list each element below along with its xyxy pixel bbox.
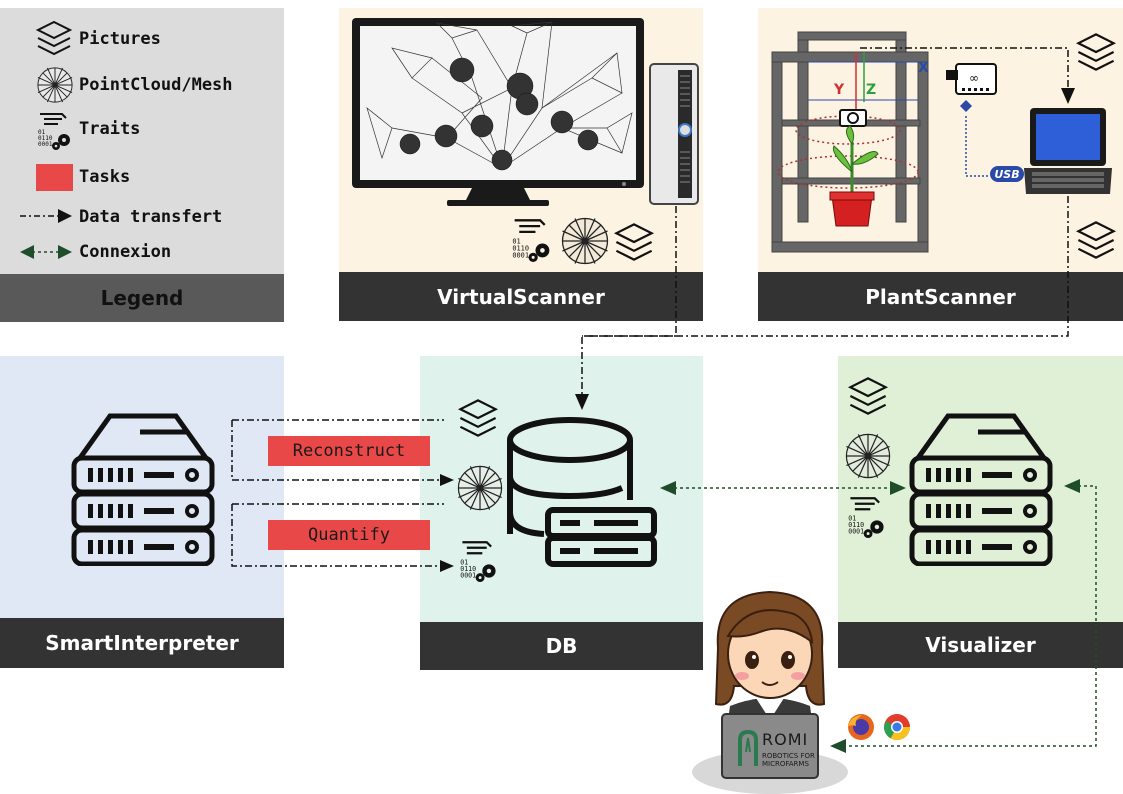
- visualizer-traits-icon: 01 0110 0001: [848, 497, 884, 538]
- virtual-scanner-title: VirtualScanner: [339, 272, 703, 321]
- controller-board-icon: ∞: [946, 63, 997, 112]
- legend-traits-label: Traits: [79, 119, 141, 139]
- db-title: DB: [420, 622, 703, 670]
- chrome-icon[interactable]: [882, 712, 912, 742]
- quantify-task: Quantify: [268, 520, 430, 550]
- firefox-icon[interactable]: [846, 712, 876, 742]
- svg-text:∞: ∞: [969, 71, 979, 85]
- virtual-mesh-icon: [561, 217, 609, 265]
- desktop-tower-icon: [649, 63, 699, 205]
- svg-text:0110: 0110: [512, 244, 529, 252]
- legend-title: Legend: [0, 274, 284, 322]
- pictures-layers-icon: [35, 20, 73, 56]
- svg-text:0001: 0001: [460, 572, 476, 580]
- svg-text:0001: 0001: [38, 141, 53, 148]
- usb-badge: USB: [990, 166, 1024, 182]
- user-avatar-icon: [692, 590, 848, 794]
- svg-text:01: 01: [512, 237, 520, 245]
- axis-y-label: Y: [834, 82, 845, 98]
- virtual-pictures-icon: [613, 223, 655, 261]
- db-pictures-icon: [457, 399, 499, 437]
- data-transfer-arrow-icon: [20, 209, 72, 223]
- axis-z-label: Z: [866, 82, 877, 98]
- plant-scanner-frame-icon: [771, 31, 929, 253]
- database-icon: [507, 417, 657, 567]
- romi-brand: ROMI: [762, 730, 809, 749]
- db-traits-icon: 01 0110 0001: [460, 541, 496, 582]
- legend-panel: [0, 8, 284, 274]
- plant-pictures-bottom-icon: [1075, 221, 1117, 259]
- pointcloud-mesh-icon: [37, 67, 73, 103]
- reconstruct-task: Reconstruct: [268, 436, 430, 466]
- svg-text:01: 01: [460, 558, 468, 566]
- visualizer-mesh-icon: [845, 433, 891, 479]
- svg-text:01: 01: [848, 514, 856, 522]
- visualizer-title: Visualizer: [838, 622, 1123, 668]
- visualizer-pictures-icon: [847, 377, 889, 415]
- plant-pictures-top-icon: [1075, 33, 1117, 71]
- svg-text:0001: 0001: [848, 528, 864, 536]
- svg-text:0110: 0110: [38, 135, 53, 142]
- legend-pictures-label: Pictures: [79, 29, 161, 49]
- traits-icon: 01 0110 0001: [38, 113, 70, 150]
- axis-x-label: X: [918, 60, 929, 76]
- visualizer-server-icon: [909, 413, 1053, 566]
- laptop-icon: [1024, 108, 1112, 194]
- interpreter-server-icon: [71, 413, 215, 566]
- monitor-icon: [352, 18, 644, 206]
- legend-data-transfer-label: Data transfert: [79, 207, 223, 227]
- tasks-swatch: [36, 164, 73, 191]
- legend-connexion-label: Connexion: [79, 242, 172, 262]
- legend-pointcloud-label: PointCloud/Mesh: [79, 75, 233, 95]
- legend-tasks-label: Tasks: [79, 167, 131, 187]
- connexion-arrow-icon: [20, 245, 72, 259]
- virtual-traits-icon: 01 0110 0001: [512, 219, 550, 262]
- smart-interpreter-panel: [0, 356, 284, 618]
- plant-scanner-title: PlantScanner: [758, 272, 1123, 321]
- svg-text:0110: 0110: [460, 565, 476, 573]
- svg-text:0001: 0001: [512, 251, 529, 259]
- smart-interpreter-title: SmartInterpreter: [0, 618, 284, 668]
- svg-text:01: 01: [38, 129, 46, 136]
- romi-subtitle-1: ROBOTICS FOR: [762, 752, 815, 760]
- svg-text:0110: 0110: [848, 521, 864, 529]
- romi-subtitle-2: MICROFARMS: [762, 760, 809, 768]
- db-mesh-icon: [457, 465, 503, 511]
